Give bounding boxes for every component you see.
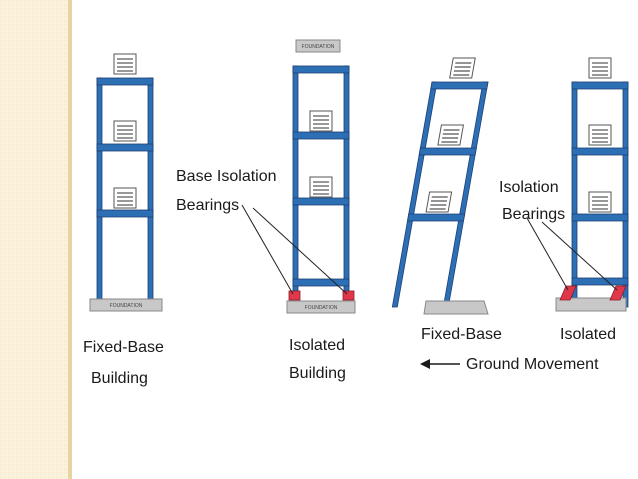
- label-building-1: Building: [91, 370, 148, 387]
- arrow-left-icon: [420, 359, 460, 369]
- side-pattern: [0, 0, 68, 479]
- label-bearings-1: Bearings: [176, 197, 239, 214]
- roof-plate-label: FOUNDATION: [302, 44, 335, 50]
- window-unit-icon: [113, 120, 137, 142]
- svg-text:FOUNDATION: FOUNDATION: [110, 303, 143, 309]
- window-unit-icon: [113, 187, 137, 209]
- isolated-building-shifted: [571, 57, 629, 308]
- window-unit-icon: [588, 191, 612, 213]
- label-isolated-2: Isolated: [560, 326, 616, 343]
- label-fixed-base-1: Fixed-Base: [83, 339, 164, 356]
- isolated-building: [292, 65, 350, 292]
- label-ground-movement: Ground Movement: [466, 356, 599, 373]
- roof-plate: [295, 39, 341, 53]
- side-border-line: [68, 0, 72, 479]
- window-unit-icon: [449, 57, 476, 79]
- label-fixed-base-2: Fixed-Base: [421, 326, 502, 343]
- label-base-isolation: Base Isolation: [176, 168, 277, 185]
- window-unit-icon: [309, 176, 333, 198]
- window-unit-icon: [425, 191, 453, 213]
- window-unit-icon: [588, 57, 612, 79]
- fixed-base-building-leaning: [391, 57, 489, 308]
- fixed-base-building: [96, 53, 154, 304]
- label-building-2: Building: [289, 365, 346, 382]
- foundation-3: [423, 300, 489, 315]
- bearing-left: [288, 290, 301, 301]
- label-isolated-1: Isolated: [289, 337, 345, 354]
- bearing-right-tilted: [609, 285, 627, 301]
- pointer-lines: [241, 204, 618, 295]
- window-unit-icon: [113, 53, 137, 75]
- window-unit-icon: [588, 124, 612, 146]
- label-isolation: Isolation: [499, 179, 559, 196]
- svg-text:FOUNDATION: FOUNDATION: [305, 305, 338, 311]
- label-bearings-2: Bearings: [502, 206, 565, 223]
- bearing-right: [342, 290, 355, 301]
- foundation-2: FOUNDATION: [286, 290, 356, 314]
- bearing-left-tilted: [559, 285, 577, 301]
- foundation-4: [555, 285, 627, 312]
- foundation-1: FOUNDATION: [89, 298, 163, 312]
- window-unit-icon: [309, 110, 333, 132]
- window-unit-icon: [437, 124, 465, 146]
